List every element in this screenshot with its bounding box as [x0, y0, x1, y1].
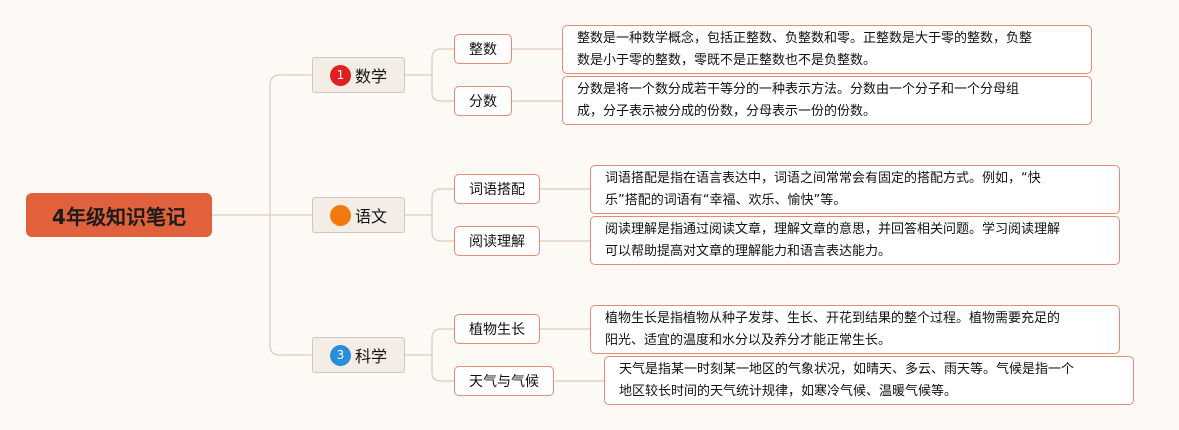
- note-plant-growth[interactable]: 植物生长是指植物从种子发芽、生长、开花到结果的整个过程。植物需要充足的 阳光、适…: [590, 305, 1120, 354]
- note-word-collocation[interactable]: 词语搭配是指在语言表达中，词语之间常常会有固定的搭配方式。例如，“快 乐”搭配的…: [590, 165, 1120, 214]
- note-integers[interactable]: 整数是一种数学概念，包括正整数、负整数和零。正整数是大于零的整数，负整 数是小于…: [562, 25, 1092, 74]
- branch-chinese[interactable]: 语文: [312, 197, 405, 233]
- topic-weather-climate[interactable]: 天气与气候: [454, 366, 554, 396]
- priority-2-icon: [329, 204, 351, 226]
- note-line: 整数是一种数学概念，包括正整数、负整数和零。正整数是大于零的整数，负整: [577, 30, 1033, 46]
- root-node[interactable]: 4年级知识笔记: [26, 193, 212, 237]
- note-line: 分数是将一个数分成若干等分的一种表示方法。分数由一个分子和一个分母组: [577, 81, 1020, 97]
- note-line: 植物生长是指植物从种子发芽、生长、开花到结果的整个过程。植物需要充足的: [605, 310, 1061, 326]
- topic-word-collocation[interactable]: 词语搭配: [454, 174, 540, 204]
- topic-label: 天气与气候: [469, 374, 539, 390]
- note-line: 天气是指某一时刻某一地区的气象状况，如晴天、多云、雨天等。气候是指一个: [619, 361, 1075, 377]
- branch-label: 语文: [354, 207, 387, 226]
- note-reading-comprehension[interactable]: 阅读理解是指通过阅读文章，理解文章的意思，并回答相关问题。学习阅读理解 可以帮助…: [590, 216, 1120, 265]
- topic-reading-comprehension[interactable]: 阅读理解: [454, 226, 540, 256]
- topic-label: 分数: [469, 94, 497, 110]
- note-line: 数是小于零的整数，零既不是正整数也不是负整数。: [577, 52, 877, 68]
- topic-label: 阅读理解: [469, 234, 525, 250]
- topic-integers[interactable]: 整数: [454, 34, 512, 64]
- priority-3-icon: 3: [329, 344, 351, 366]
- branch-label: 科学: [354, 347, 387, 366]
- topic-label: 词语搭配: [469, 182, 525, 198]
- note-line: 可以帮助提高对文章的理解能力和语言表达能力。: [605, 243, 892, 259]
- note-line: 阅读理解是指通过阅读文章，理解文章的意思，并回答相关问题。学习阅读理解: [605, 221, 1061, 237]
- note-line: 阳光、适宜的温度和水分以及养分才能正常生长。: [605, 332, 892, 348]
- priority-1-icon: 1: [329, 64, 351, 86]
- topic-label: 植物生长: [469, 322, 525, 338]
- topic-plant-growth[interactable]: 植物生长: [454, 314, 540, 344]
- note-line: 成，分子表示被分成的份数，分母表示一份的份数。: [577, 103, 877, 119]
- note-line: 乐”搭配的词语有“幸福、欢乐、愉快”等。: [605, 192, 847, 208]
- branch-science[interactable]: 3 科学: [312, 337, 405, 373]
- note-weather-climate[interactable]: 天气是指某一时刻某一地区的气象状况，如晴天、多云、雨天等。气候是指一个 地区较长…: [604, 356, 1134, 405]
- topic-fractions[interactable]: 分数: [454, 86, 512, 116]
- topic-label: 整数: [469, 42, 497, 58]
- root-title: 4年级知识笔记: [52, 204, 186, 229]
- branch-math[interactable]: 1 数学: [312, 57, 405, 93]
- branch-label: 数学: [354, 67, 387, 86]
- note-fractions[interactable]: 分数是将一个数分成若干等分的一种表示方法。分数由一个分子和一个分母组 成，分子表…: [562, 76, 1092, 125]
- note-line: 地区较长时间的天气统计规律，如寒冷气候、温暖气候等。: [619, 383, 958, 399]
- note-line: 词语搭配是指在语言表达中，词语之间常常会有固定的搭配方式。例如，“快: [605, 170, 1041, 186]
